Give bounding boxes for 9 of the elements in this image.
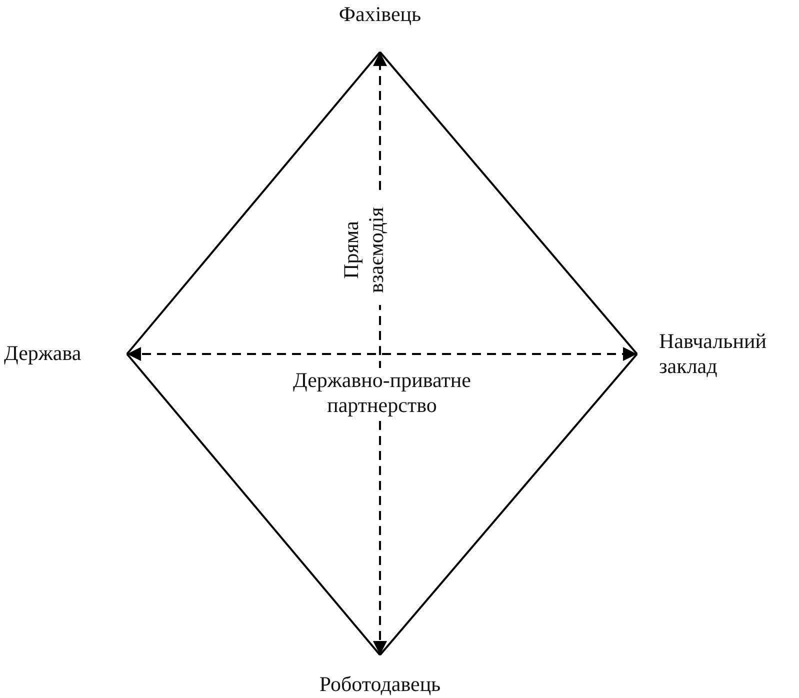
node-label: Фахівець (338, 2, 422, 28)
node-label: Держава (4, 341, 82, 367)
connector-line (126, 51, 381, 355)
node-label: Навчальний заклад (659, 328, 768, 380)
dashed-arrow (127, 347, 637, 361)
connector-line (379, 353, 638, 656)
node-label: Роботодавець (319, 672, 441, 697)
connector-line (379, 51, 638, 355)
connector-line (126, 353, 381, 656)
